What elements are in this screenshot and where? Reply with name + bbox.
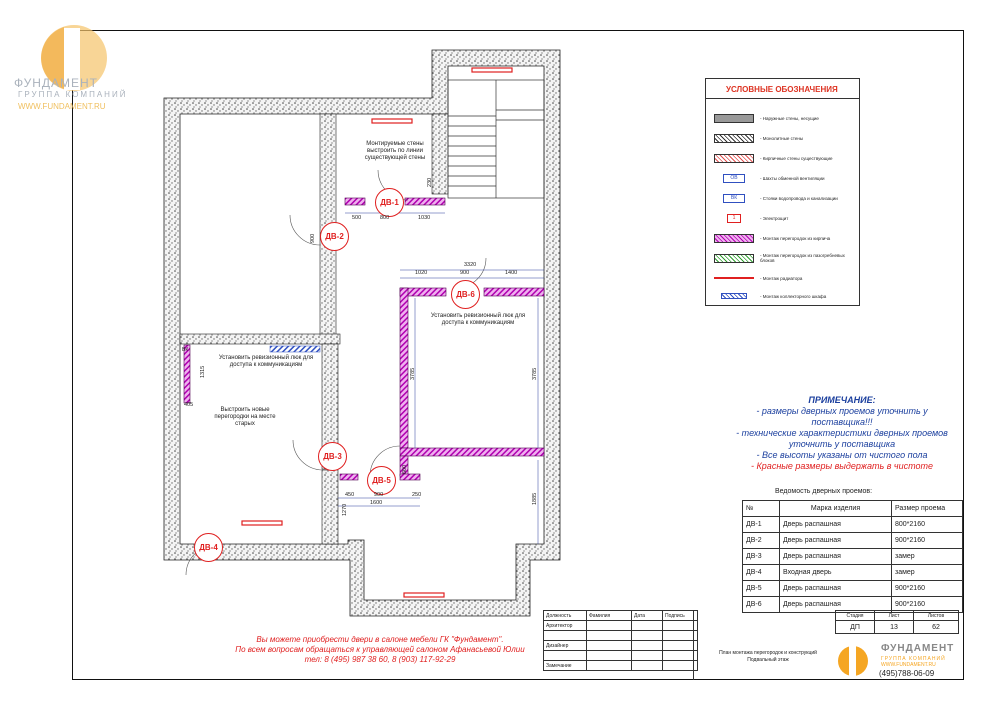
notes-red-line: - Красные размеры выдержать в чистоте (751, 461, 933, 471)
collector-cabinet (269, 345, 321, 353)
promo-text: Вы можете приобрести двери в салоне мебе… (220, 635, 540, 665)
dim-405: 405 (184, 402, 194, 408)
stamp-phone: (495)788-06-09 (879, 669, 935, 678)
doors-caption: Ведомость дверных проемов: (775, 488, 873, 495)
stamp-brand-name: ФУНДАМЕНТ (881, 643, 955, 654)
dim-3320: 3320 (464, 262, 477, 268)
stage-value: ДП (835, 620, 875, 634)
door-tag-dv2[interactable]: ДВ-2 (320, 222, 349, 251)
legend-item: - Монтаж коллекторного шкафа (714, 289, 826, 303)
legend-panel: УСЛОВНЫЕ ОБОЗНАЧЕНИЯ - Наружные стены, н… (705, 78, 860, 306)
swatch-brick (714, 153, 754, 163)
dim-250: 250 (412, 492, 422, 498)
dim-1600: 1600 (370, 500, 383, 506)
door-tag-dv6[interactable]: ДВ-6 (451, 280, 480, 309)
dim-1885: 1885 (532, 492, 538, 505)
dim-900-bottom: 900 (374, 492, 384, 498)
vk-mark: ВК (182, 347, 189, 353)
dim-500: 500 (352, 215, 362, 221)
brand-subtitle: ГРУППА КОМПАНИЙ (18, 90, 128, 99)
legend-item: ВК- Стояки водопровода и канализации (714, 191, 838, 205)
pipe-riser-icon: ВК (723, 193, 745, 203)
dim-1020: 1020 (415, 270, 428, 276)
dim-1270: 1270 (342, 503, 348, 516)
dim-1030: 1030 (418, 215, 431, 221)
door-tag-dv4[interactable]: ДВ-4 (194, 533, 223, 562)
radiators (241, 67, 513, 598)
staircase (447, 79, 545, 199)
dim-600: 600 (402, 464, 408, 474)
sheets-value: 62 (913, 620, 959, 634)
legend-item: - Монолитные стены (714, 131, 803, 145)
new-partitions (183, 197, 545, 481)
dim-800: 800 (380, 215, 390, 221)
legend-item: - Монтаж радиатора (714, 271, 802, 285)
collector-cabinet-icon (721, 293, 747, 299)
legend-item: 1- Электрощит (714, 211, 788, 225)
swatch-brick-partition (714, 233, 754, 243)
dim-3785-right: 3785 (532, 367, 538, 380)
brand-name: ФУНДАМЕНТ (14, 76, 98, 90)
brand-logo-mark (41, 25, 107, 91)
dim-230: 230 (427, 177, 433, 187)
legend-item: - Наружные стены, несущие (714, 111, 819, 125)
swatch-monolith (714, 133, 754, 143)
stamp-logo-mark (838, 646, 868, 676)
radiator-icon (714, 277, 754, 279)
hatch-note-left: Установить ревизионный люк для доступа к… (218, 355, 314, 368)
dim-1400: 1400 (505, 270, 518, 276)
door-tag-dv3[interactable]: ДВ-3 (318, 442, 347, 471)
notes-block: ПРИМЕЧАНИЕ: - размеры дверных проемов ут… (727, 395, 957, 472)
vent-shaft-icon: ОВ (723, 173, 745, 183)
notes-line: - технические характеристики дверных про… (736, 428, 948, 449)
legend-item: - Кирпичные стены существующие (714, 151, 833, 165)
col-model: Марка изделия (779, 500, 892, 517)
promo-line: Вы можете приобрести двери в салоне мебе… (256, 635, 504, 644)
notes-line: - размеры дверных проемов уточнить у пос… (756, 406, 928, 427)
exterior-walls (163, 49, 561, 617)
stamp-brand-subtitle: ГРУППА КОМПАНИЙ (881, 656, 946, 662)
dim-900-left: 900 (310, 233, 316, 243)
sheet-title: План монтажа перегородок и конструкций П… (719, 650, 817, 663)
hatch-note-right: Установить ревизионный люк для доступа к… (430, 313, 526, 326)
stamp-brand-url: WWW.FUNDAMENT.RU (881, 662, 936, 668)
door-tag-dv1[interactable]: ДВ-1 (375, 188, 404, 217)
sheet-value: 13 (874, 620, 914, 634)
col-size: Размер проема (891, 500, 963, 517)
swatch-exterior (714, 113, 754, 123)
promo-line: По всем вопросам обращаться к управляюще… (235, 645, 525, 654)
dim-3785-left: 3785 (410, 367, 416, 380)
promo-line: тел: 8 (495) 987 38 60, 8 (903) 117-92-2… (304, 655, 456, 664)
table-header-row: № Марка изделия Размер проема (742, 500, 963, 517)
col-number: № (742, 500, 780, 517)
dim-900-top: 900 (460, 270, 470, 276)
notes-line: - Все высоты указаны от чистого пола (756, 450, 928, 460)
legend-item: - Монтаж перегородок из пазогребневых бл… (714, 251, 859, 265)
legend-title: УСЛОВНЫЕ ОБОЗНАЧЕНИЯ (706, 79, 859, 99)
rebuild-note: Выстроить новые перегородки на месте ста… (214, 407, 276, 427)
electrical-panel-icon: 1 (727, 213, 741, 223)
dimension-lines (338, 212, 544, 544)
legend-item: - Монтаж перегородок из кирпича (714, 231, 830, 245)
notes-title: ПРИМЕЧАНИЕ: (808, 395, 876, 405)
dim-450: 450 (345, 492, 355, 498)
wall-note-label: Монтируемые стены выстроить по линии сущ… (364, 141, 426, 161)
legend-item: ОВ- Шахты обменной вентиляции (714, 171, 825, 185)
drawing-frame (72, 30, 964, 680)
brand-url: WWW.FUNDAMENT.RU (18, 102, 106, 111)
door-tag-dv5[interactable]: ДВ-5 (367, 466, 396, 495)
dim-1315: 1315 (200, 365, 206, 378)
swatch-block-partition (714, 253, 754, 263)
